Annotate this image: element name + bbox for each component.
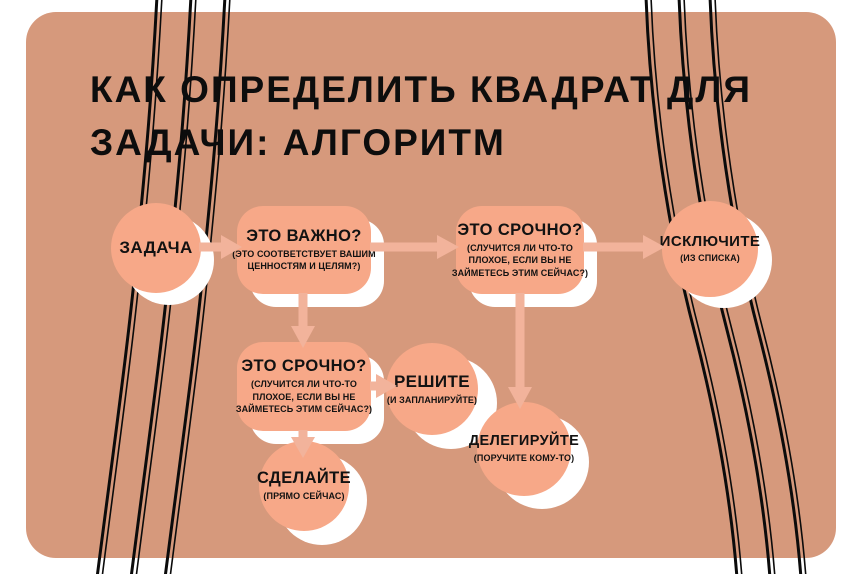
node-is-it-urgent-top-shape: ЭТО СРОЧНО? (СЛУЧИТСЯ ЛИ ЧТО-ТО ПЛОХОЕ, … [452, 206, 588, 294]
node-eliminate-shape: ИСКЛЮЧИТЕ (ИЗ СПИСКА) [659, 201, 761, 297]
page-title: КАК ОПРЕДЕЛИТЬ КВАДРАТ ДЛЯ ЗАДАЧИ: АЛГОР… [90, 64, 752, 169]
sub-line: (СЛУЧИТСЯ ЛИ ЧТО-ТО [467, 242, 573, 253]
node-delegate-shape: ДЕЛЕГИРУЙТЕ (ПОРУЧИТЕ КОМУ-ТО) [469, 402, 579, 496]
node-decide-shape: РЕШИТЕ (И ЗАПЛАНИРУЙТЕ) [386, 343, 478, 435]
node-decide: РЕШИТЕ (И ЗАПЛАНИРУЙТЕ) [386, 343, 497, 449]
node-eliminate-sub: (ИЗ СПИСКА) [680, 253, 740, 264]
node-delegate: ДЕЛЕГИРУЙТЕ (ПОРУЧИТЕ КОМУ-ТО) [469, 402, 589, 509]
node-delegate-sub: (ПОРУЧИТЕ КОМУ-ТО) [473, 453, 575, 464]
node-eliminate: ИСКЛЮЧИТЕ (ИЗ СПИСКА) [659, 201, 772, 308]
page-title-line1: КАК ОПРЕДЕЛИТЬ КВАДРАТ ДЛЯ [90, 69, 752, 110]
node-is-it-urgent-mid-sub: (СЛУЧИТСЯ ЛИ ЧТО-ТО ПЛОХОЕ, ЕСЛИ ВЫ НЕ З… [236, 378, 372, 415]
sub-line: ПЛОХОЕ, ЕСЛИ ВЫ НЕ [468, 255, 572, 266]
node-is-it-important-label: ЭТО ВАЖНО? [246, 227, 362, 246]
node-task: ЗАДАЧА [111, 203, 214, 305]
node-is-it-urgent-top-sub: (СЛУЧИТСЯ ЛИ ЧТО-ТО ПЛОХОЕ, ЕСЛИ ВЫ НЕ З… [452, 242, 588, 279]
sub-line: ЦЕННОСТЯМ И ЦЕЛЯМ?) [247, 261, 361, 272]
node-decide-sub: (И ЗАПЛАНИРУЙТЕ) [386, 394, 478, 405]
node-is-it-important: ЭТО ВАЖНО? (ЭТО СООТВЕТСТВУЕТ ВАШИМ ЦЕНН… [232, 206, 384, 307]
node-delegate-label: ДЕЛЕГИРУЙТЕ [468, 433, 580, 450]
page-title-line2: ЗАДАЧИ: АЛГОРИТМ [90, 121, 506, 163]
node-task-label: ЗАДАЧА [119, 238, 193, 258]
node-do-it-label: СДЕЛАЙТЕ [256, 469, 352, 488]
node-decide-label: РЕШИТЕ [393, 372, 471, 392]
node-is-it-urgent-mid-shape: ЭТО СРОЧНО? (СЛУЧИТСЯ ЛИ ЧТО-ТО ПЛОХОЕ, … [236, 342, 372, 431]
node-is-it-urgent-top: ЭТО СРОЧНО? (СЛУЧИТСЯ ЛИ ЧТО-ТО ПЛОХОЕ, … [452, 206, 597, 307]
node-is-it-important-shape: ЭТО ВАЖНО? (ЭТО СООТВЕТСТВУЕТ ВАШИМ ЦЕНН… [232, 206, 376, 294]
node-do-it: СДЕЛАЙТЕ (ПРЯМО СЕЙЧАС) [256, 441, 367, 545]
node-is-it-urgent-mid-label: ЭТО СРОЧНО? [241, 357, 367, 376]
sub-line: ПЛОХОЕ, ЕСЛИ ВЫ НЕ [252, 391, 356, 402]
sub-line: ЗАЙМЕТЕСЬ ЭТИМ СЕЙЧАС?) [235, 404, 373, 415]
node-eliminate-label: ИСКЛЮЧИТЕ [659, 233, 761, 251]
node-is-it-important-sub: (ЭТО СООТВЕТСТВУЕТ ВАШИМ ЦЕННОСТЯМ И ЦЕЛ… [232, 248, 375, 273]
node-is-it-urgent-mid: ЭТО СРОЧНО? (СЛУЧИТСЯ ЛИ ЧТО-ТО ПЛОХОЕ, … [236, 342, 384, 444]
node-is-it-urgent-top-label: ЭТО СРОЧНО? [457, 220, 583, 239]
node-do-it-shape: СДЕЛАЙТЕ (ПРЯМО СЕЙЧАС) [256, 441, 352, 531]
sub-line: ЗАЙМЕТЕСЬ ЭТИМ СЕЙЧАС?) [451, 267, 589, 278]
sub-line: (СЛУЧИТСЯ ЛИ ЧТО-ТО [251, 379, 357, 390]
node-task-shape: ЗАДАЧА [111, 203, 201, 293]
sub-line: (ЭТО СООТВЕТСТВУЕТ ВАШИМ [232, 249, 376, 260]
node-do-it-sub: (ПРЯМО СЕЙЧАС) [263, 491, 345, 502]
